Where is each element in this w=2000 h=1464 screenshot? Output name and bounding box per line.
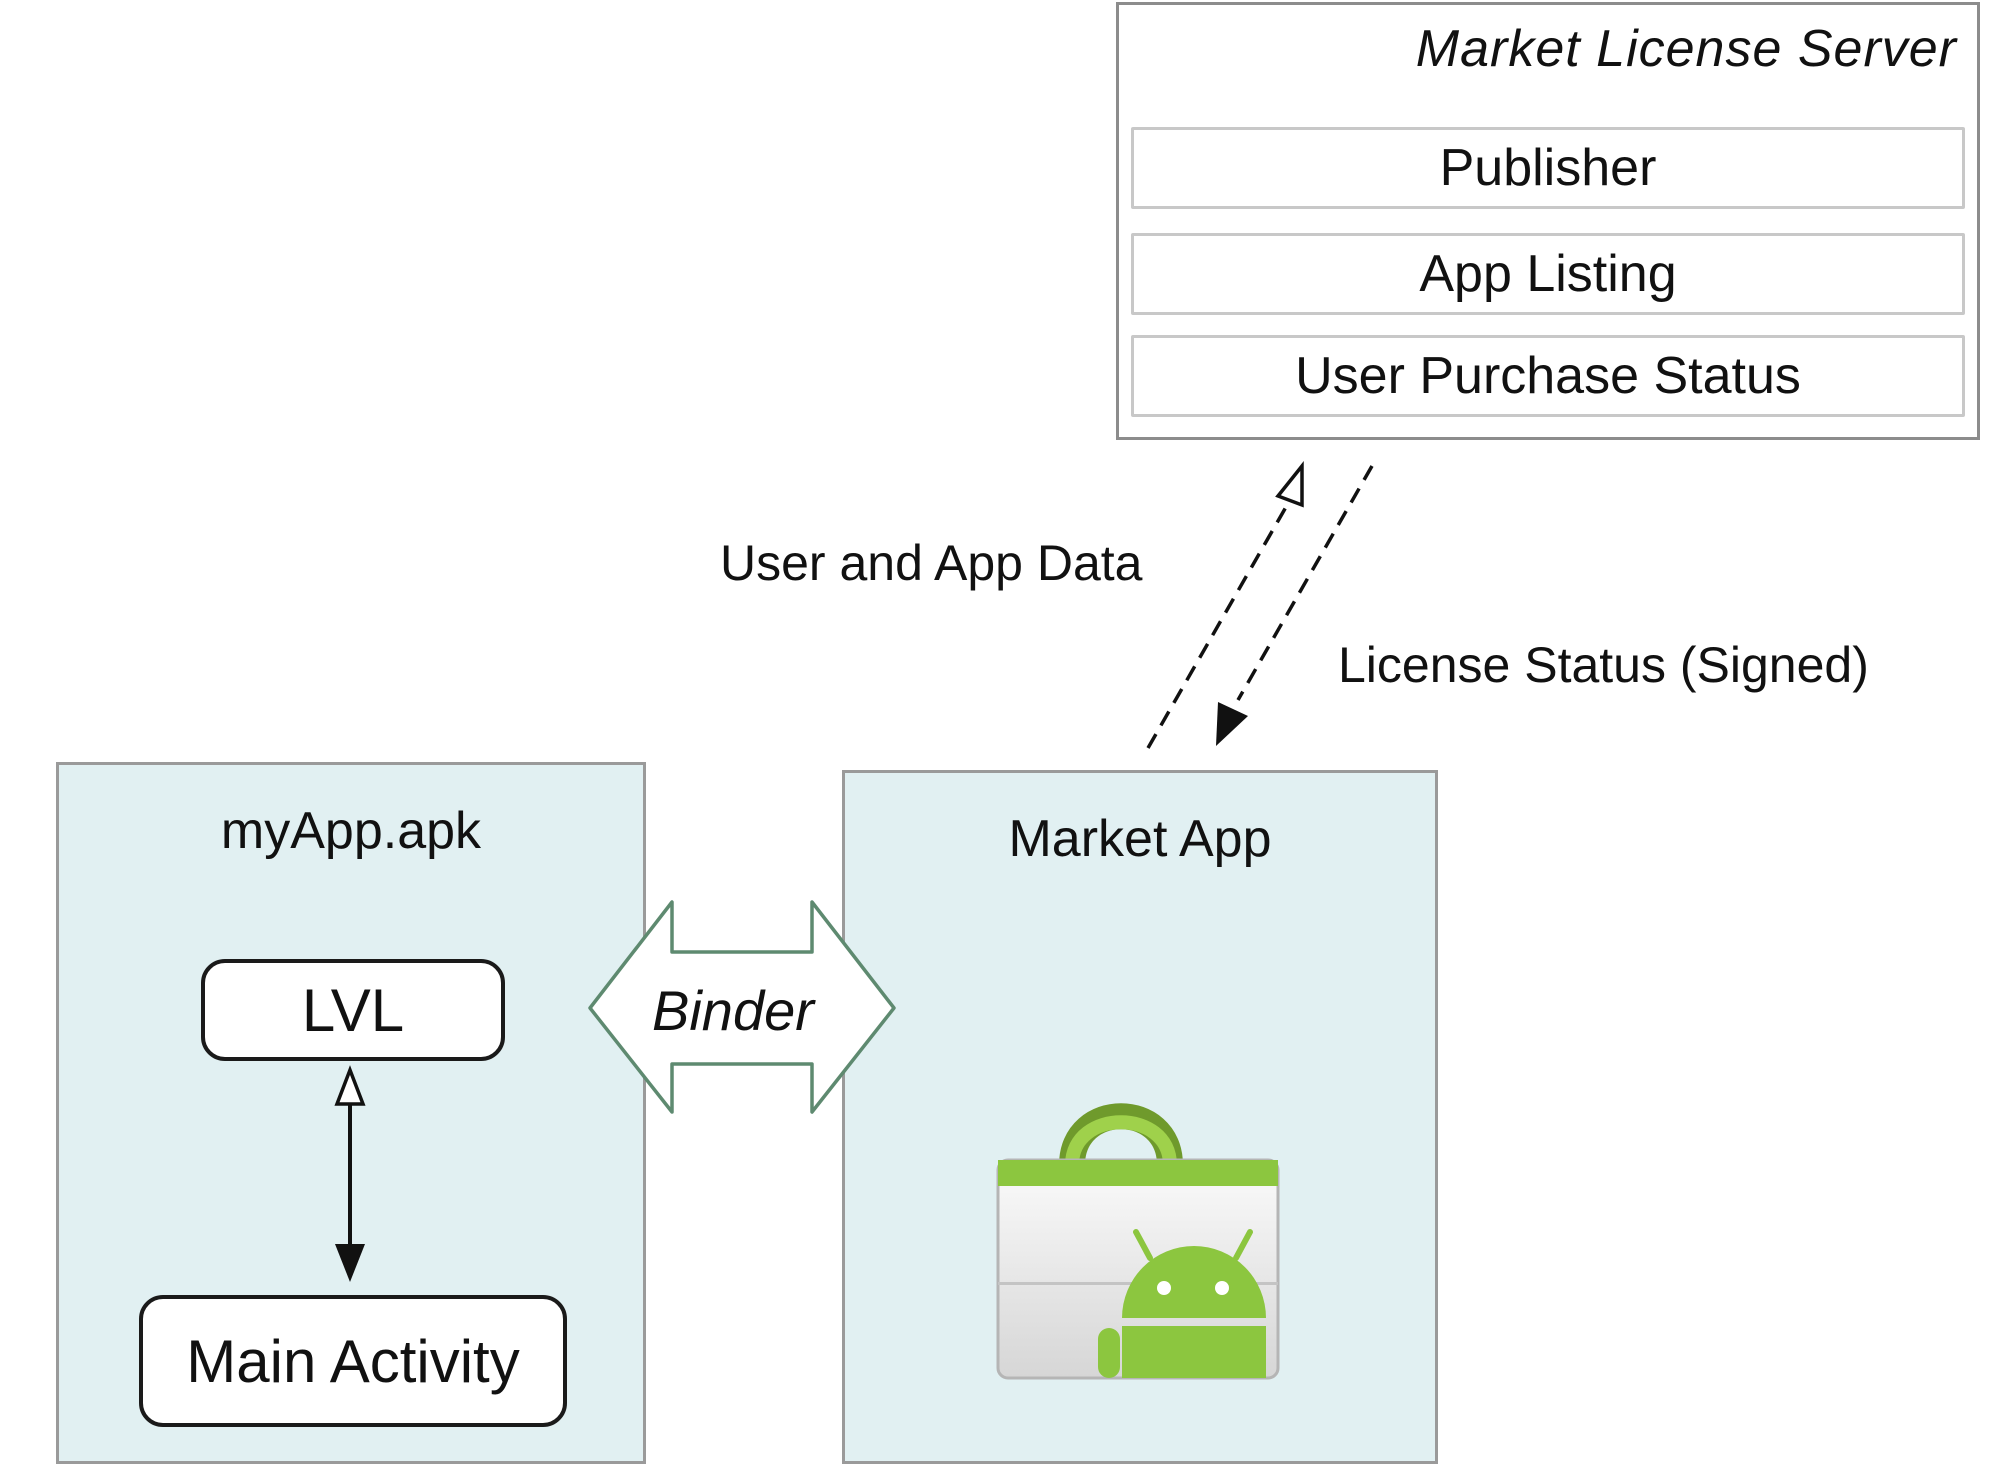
market-panel-title: Market App: [1008, 810, 1272, 868]
server-row-user-purchase-status: User Purchase Status: [1131, 335, 1965, 417]
server-row-publisher: Publisher: [1131, 127, 1965, 209]
binder-label: Binder: [652, 979, 814, 1042]
lvl-label: LVL: [301, 976, 405, 1044]
response-flow-label: License Status (Signed): [1338, 637, 1869, 693]
server-title: Market License Server: [1415, 20, 1957, 78]
response-arrow: [1216, 465, 1374, 746]
server-row-app-listing: App Listing: [1131, 233, 1965, 315]
market-license-server: Market License Server Publisher App List…: [1116, 2, 1980, 440]
lvl-activity-arrow: [334, 1065, 366, 1282]
request-flow-label: User and App Data: [720, 535, 1143, 591]
myapp-panel-title: myApp.apk: [220, 802, 482, 860]
main-activity-box: Main Activity: [139, 1295, 567, 1427]
android-market-bag-icon: [996, 1103, 1280, 1380]
request-arrow: [1146, 461, 1304, 749]
lvl-box: LVL: [201, 959, 505, 1061]
main-activity-label: Main Activity: [186, 1327, 520, 1395]
binder-arrow: [588, 900, 896, 1114]
